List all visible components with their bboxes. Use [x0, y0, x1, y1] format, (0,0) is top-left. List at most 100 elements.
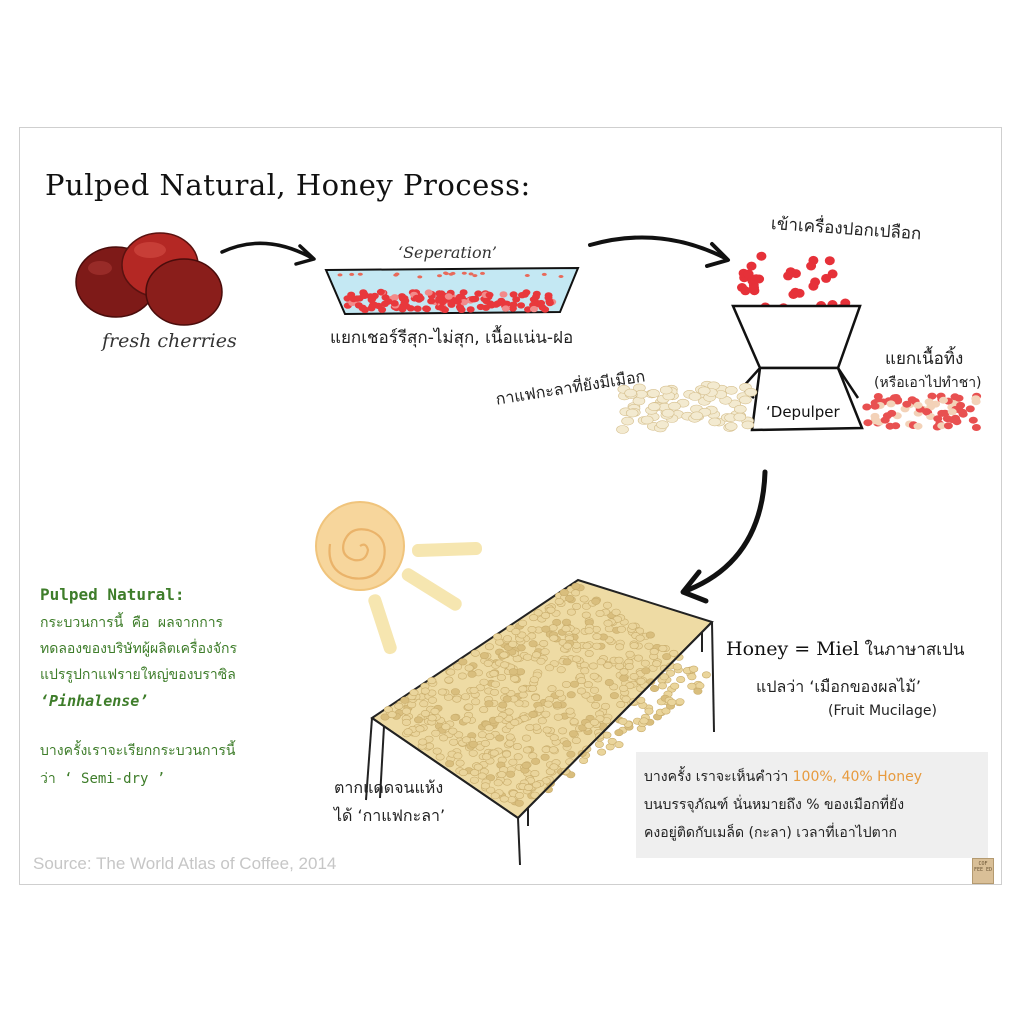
- floating-bean: [437, 274, 442, 278]
- drying-bean: [589, 686, 599, 694]
- bean: [349, 295, 358, 303]
- parchment-bean: [616, 425, 629, 434]
- drying-bean: [514, 791, 524, 799]
- side-note-line: แปรรูปกาแฟรายใหญ่ของบราซิล: [40, 667, 236, 683]
- pulp-pile: [862, 392, 982, 431]
- pulp-piece: [891, 394, 901, 401]
- drying-bean: [420, 687, 430, 695]
- bean: [437, 304, 446, 311]
- drying-bean: [614, 656, 624, 664]
- drying-bean: [701, 671, 711, 679]
- bean: [459, 289, 468, 296]
- bean: [422, 305, 431, 312]
- bean: [522, 289, 531, 296]
- drying-bean: [507, 796, 517, 804]
- cherry-bean: [783, 271, 794, 281]
- drying-bean: [540, 753, 550, 761]
- floating-bean: [349, 272, 355, 276]
- diagram-title: Pulped Natural, Honey Process:: [45, 168, 531, 202]
- drying-bean: [464, 664, 474, 672]
- drying-bean: [513, 753, 523, 761]
- parchment-bean: [741, 420, 755, 430]
- drying-bean: [558, 727, 568, 735]
- source-citation: Source: The World Atlas of Coffee, 2014: [33, 854, 337, 873]
- drying-bean: [604, 678, 614, 686]
- drying-bean: [689, 665, 699, 673]
- bean: [438, 298, 447, 306]
- drying-bean: [555, 689, 565, 697]
- floating-bean: [541, 272, 547, 276]
- pulp-piece: [931, 400, 941, 408]
- drying-bean: [687, 682, 697, 690]
- cherry-bean: [743, 269, 754, 279]
- drying-bean: [473, 763, 483, 771]
- drying-bean: [571, 736, 581, 744]
- drying-bean: [665, 669, 675, 677]
- bean: [474, 290, 483, 297]
- info-line-1: บางครั้ง เราจะเห็นคำว่า 100%, 40% Honey: [644, 766, 922, 788]
- pulp-piece: [939, 396, 948, 404]
- drying-bean: [484, 643, 494, 651]
- bean: [360, 291, 369, 298]
- drying-bean: [419, 700, 429, 708]
- drying-bean: [493, 633, 503, 641]
- drying-bean: [441, 723, 451, 731]
- drying-bean: [568, 730, 578, 738]
- drying-bean: [659, 673, 669, 681]
- drying-bean: [461, 716, 471, 724]
- drying-bean: [584, 627, 594, 635]
- drying-bean: [525, 723, 535, 731]
- drying-bean: [521, 761, 531, 769]
- pulp-piece: [863, 419, 873, 427]
- drying-bean: [562, 642, 572, 650]
- info-line-2: บนบรรจุภัณฑ์ นั่นหมายถึง % ของเมือกที่ยั…: [644, 797, 905, 813]
- parchment-bean: [690, 411, 704, 421]
- bean: [406, 305, 415, 312]
- parchment-bean: [708, 417, 722, 427]
- drying-bean: [484, 724, 494, 732]
- pulp-discard-label: แยกเนื้อทิ้ง: [885, 349, 964, 369]
- pulp-piece: [870, 417, 880, 425]
- drying-bean: [559, 588, 569, 596]
- drying-bean: [596, 658, 606, 666]
- drying-bean: [611, 608, 621, 616]
- pulp-piece: [913, 422, 923, 430]
- drying-bean: [499, 795, 509, 803]
- drying-bean: [579, 595, 589, 603]
- drying-bean: [614, 729, 624, 737]
- drying-bean: [603, 661, 613, 669]
- pulp-piece: [886, 400, 896, 408]
- depulper-machine: [731, 251, 864, 432]
- drying-bean: [527, 684, 537, 692]
- drying-bean: [458, 658, 468, 666]
- drying-bean: [409, 689, 419, 697]
- drying-bean: [552, 701, 562, 709]
- floating-bean: [472, 274, 478, 278]
- pulp-piece: [880, 416, 890, 424]
- drying-bean: [592, 632, 602, 640]
- drying-bean: [539, 639, 549, 647]
- drying-bean: [528, 710, 538, 718]
- pulp-piece: [913, 401, 923, 409]
- drying-bean: [581, 611, 591, 619]
- drying-bean: [616, 625, 626, 633]
- pulp-piece: [902, 400, 912, 408]
- drying-bean: [479, 652, 489, 660]
- drying-bean: [510, 718, 520, 726]
- cherry-bean: [788, 290, 799, 299]
- floating-bean: [461, 271, 467, 275]
- drying-bean: [401, 707, 411, 715]
- drying-bean: [662, 653, 672, 661]
- drying-bean: [418, 738, 428, 746]
- drying-bean: [546, 606, 556, 614]
- bean: [532, 290, 541, 298]
- drying-bean: [545, 664, 555, 672]
- bean: [413, 305, 422, 312]
- pulp-tea-label: (หรือเอาไปทำชา): [874, 375, 982, 391]
- sun-illustration: [315, 501, 483, 655]
- cherry-bean: [756, 251, 767, 261]
- parchment-bean: [724, 385, 738, 395]
- drying-bean: [588, 662, 598, 670]
- drying-bean: [562, 658, 572, 666]
- floating-bean: [357, 272, 363, 276]
